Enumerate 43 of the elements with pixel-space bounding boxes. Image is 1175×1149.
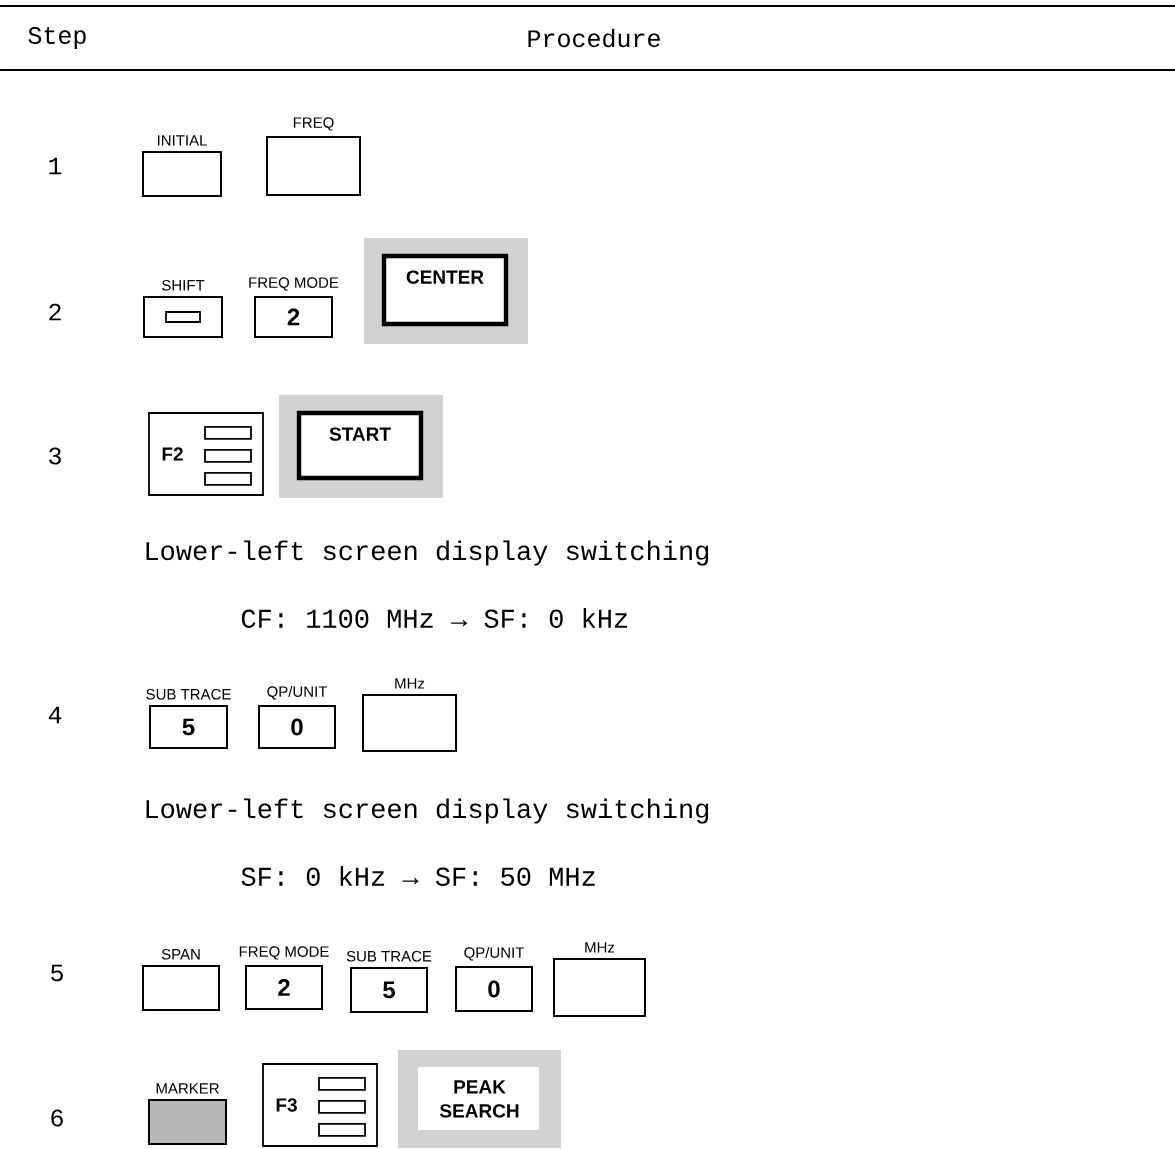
node-label: MARKER	[156, 1083, 219, 1094]
panel-key: SHIFT	[143, 280, 223, 338]
panel-key: 0 QP/UNIT	[455, 946, 533, 1012]
step-number: 1	[49, 157, 62, 175]
step-number: 4	[48, 706, 62, 724]
panel-key: MHz	[553, 942, 646, 1017]
step-number: 5	[51, 964, 63, 982]
softkey-panel: F3	[262, 1063, 378, 1147]
node-label: SPAN	[161, 948, 200, 960]
highlighted-key: PEAK SEARCH	[398, 1050, 561, 1148]
node-label: FREQ	[293, 117, 334, 131]
step-number: 2	[49, 303, 61, 321]
note-text: SF: 0 kHz → SF: 50 MHz	[241, 866, 595, 886]
node-label: QP/UNIT	[267, 685, 328, 700]
highlighted-key: START	[279, 395, 443, 498]
panel-key: 5 SUB TRACE	[146, 689, 231, 749]
shaded-key: MARKER	[148, 1083, 227, 1145]
node-label: SUB TRACE	[146, 688, 231, 700]
node-label: FREQ MODE	[239, 946, 329, 960]
node-label: SUB TRACE	[346, 950, 432, 962]
node-label: QP/UNIT	[464, 946, 525, 961]
node-label: MHz	[395, 678, 425, 689]
step-number: 3	[49, 447, 61, 465]
highlighted-key: CENTER	[364, 238, 528, 344]
panel-key: FREQ	[266, 117, 361, 196]
node-label: INITIAL	[157, 135, 207, 146]
column-header: Step	[28, 27, 86, 49]
node-label: MHz	[585, 942, 615, 953]
panel-key: 2 FREQ MODE	[239, 946, 329, 1010]
node-label: FREQ MODE	[249, 277, 339, 291]
softkey-panel: F2	[148, 412, 264, 496]
note-text: Lower-left screen display switching	[146, 540, 709, 566]
column-header: Procedure	[528, 28, 660, 48]
panel-key: INITIAL	[142, 135, 222, 197]
panel-key: 5 SUB TRACE	[346, 951, 432, 1013]
panel-key: 2 FREQ MODE	[249, 277, 339, 338]
node-label: SHIFT	[162, 279, 205, 291]
panel-key: 0 QP/UNIT	[258, 685, 336, 749]
panel-key: MHz	[362, 678, 457, 752]
note-text: Lower-left screen display switching	[146, 798, 709, 824]
step-number: 6	[51, 1109, 63, 1127]
panel-key: SPAN	[142, 949, 220, 1011]
note-text: CF: 1100 MHz → SF: 0 kHz	[241, 608, 628, 628]
